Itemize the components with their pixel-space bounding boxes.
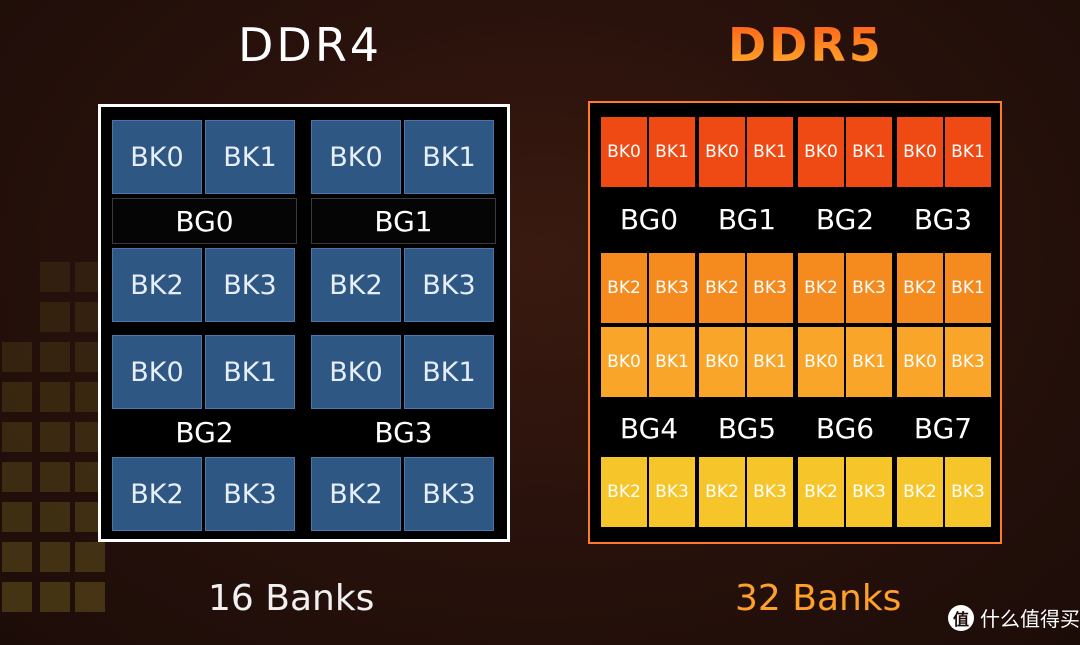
watermark: 值 什么值得买 (948, 603, 1080, 632)
ddr5-bank: BK1 (747, 327, 793, 397)
ddr5-bank: BK3 (945, 457, 991, 527)
circuit-pad (2, 542, 32, 572)
ddr5-bank: BK0 (699, 117, 745, 187)
ddr5-bank: BK1 (945, 117, 991, 187)
ddr5-bank-count-caption: 32 Banks (735, 578, 902, 619)
watermark-logo-icon: 值 (948, 604, 974, 631)
ddr5-bank: BK2 (601, 457, 647, 527)
ddr5-bank: BK3 (846, 457, 892, 527)
ddr4-bank: BK0 (112, 120, 202, 194)
ddr4-bank: BK2 (311, 457, 401, 531)
ddr5-bank-group-label: BG4 (619, 412, 679, 445)
ddr5-bank: BK3 (747, 253, 793, 323)
ddr5-bank: BK0 (897, 117, 943, 187)
circuit-pad (40, 582, 70, 612)
circuit-pad (75, 582, 105, 612)
ddr5-bank: BK1 (846, 117, 892, 187)
circuit-pad (2, 382, 32, 412)
ddr4-bank: BK0 (311, 120, 401, 194)
ddr5-bank: BK0 (798, 327, 844, 397)
ddr4-bank-group-label: BG3 (374, 416, 433, 449)
ddr5-bank-group-label: BG1 (717, 203, 777, 236)
ddr5-bank: BK1 (846, 327, 892, 397)
ddr5-bank: BK2 (699, 253, 745, 323)
ddr5-bank-group-label: BG3 (913, 203, 973, 236)
circuit-pad (40, 502, 70, 532)
ddr5-bank: BK0 (601, 117, 647, 187)
ddr4-bank: BK1 (404, 120, 494, 194)
ddr5-bank: BK2 (897, 253, 943, 323)
ddr5-bank: BK2 (798, 253, 844, 323)
ddr4-bank: BK0 (112, 335, 202, 409)
ddr5-bank-group-label: BG7 (913, 412, 973, 445)
circuit-pad (2, 502, 32, 532)
ddr5-bank: BK2 (699, 457, 745, 527)
ddr5-bank: BK0 (798, 117, 844, 187)
ddr4-title: DDR4 (238, 18, 383, 72)
circuit-pad (2, 582, 32, 612)
ddr5-bank: BK3 (747, 457, 793, 527)
ddr4-bank: BK2 (112, 457, 202, 531)
ddr4-bank-group-label: BG0 (112, 198, 297, 244)
circuit-pad (40, 382, 70, 412)
circuit-pad (40, 462, 70, 492)
ddr5-bank: BK2 (601, 253, 647, 323)
ddr4-bank: BK1 (404, 335, 494, 409)
ddr4-bank: BK1 (205, 120, 295, 194)
ddr5-bank: BK3 (846, 253, 892, 323)
ddr4-bank: BK3 (205, 248, 295, 322)
ddr5-bank: BK0 (897, 327, 943, 397)
watermark-text: 什么值得买 (980, 607, 1080, 631)
ddr4-bank: BK3 (404, 248, 494, 322)
circuit-pad (75, 542, 105, 572)
ddr5-bank: BK2 (798, 457, 844, 527)
circuit-pad (40, 302, 70, 332)
ddr5-bank: BK0 (601, 327, 647, 397)
ddr5-bank: BK1 (945, 253, 991, 323)
ddr5-bank: BK0 (699, 327, 745, 397)
ddr5-bank-group-label: BG2 (815, 203, 875, 236)
ddr5-bank: BK3 (649, 457, 695, 527)
ddr4-bank: BK3 (404, 457, 494, 531)
ddr4-bank-group-label: BG2 (175, 416, 234, 449)
ddr5-bank: BK1 (747, 117, 793, 187)
ddr4-bank: BK2 (112, 248, 202, 322)
ddr5-bank: BK2 (897, 457, 943, 527)
circuit-pad (2, 422, 32, 452)
ddr5-bank-diagram: BK0 BK1 BK0 BK1 BK0 BK1 BK0 BK1 BG0 BG1 … (588, 101, 1002, 544)
circuit-pad (2, 342, 32, 372)
ddr5-bank: BK3 (649, 253, 695, 323)
ddr5-bank-group-label: BG0 (619, 203, 679, 236)
circuit-pad (2, 462, 32, 492)
circuit-pad (40, 542, 70, 572)
ddr4-bank: BK1 (205, 335, 295, 409)
circuit-pad (40, 342, 70, 372)
ddr4-bank: BK0 (311, 335, 401, 409)
circuit-pad (40, 262, 70, 292)
circuit-pad (40, 422, 70, 452)
ddr4-bank: BK3 (205, 457, 295, 531)
ddr5-bank: BK3 (945, 327, 991, 397)
ddr5-bank-group-label: BG5 (717, 412, 777, 445)
ddr4-bank-group-label: BG1 (311, 198, 496, 244)
ddr5-bank: BK1 (649, 327, 695, 397)
ddr4-bank-diagram: BK0 BK1 BG0 BK2 BK3 BK0 BK1 BG1 BK2 BK3 … (98, 104, 510, 542)
ddr4-bank-count-caption: 16 Banks (208, 578, 375, 619)
ddr4-bank: BK2 (311, 248, 401, 322)
ddr5-bank-group-label: BG6 (815, 412, 875, 445)
ddr5-title: DDR5 (728, 18, 884, 72)
ddr5-bank: BK1 (649, 117, 695, 187)
